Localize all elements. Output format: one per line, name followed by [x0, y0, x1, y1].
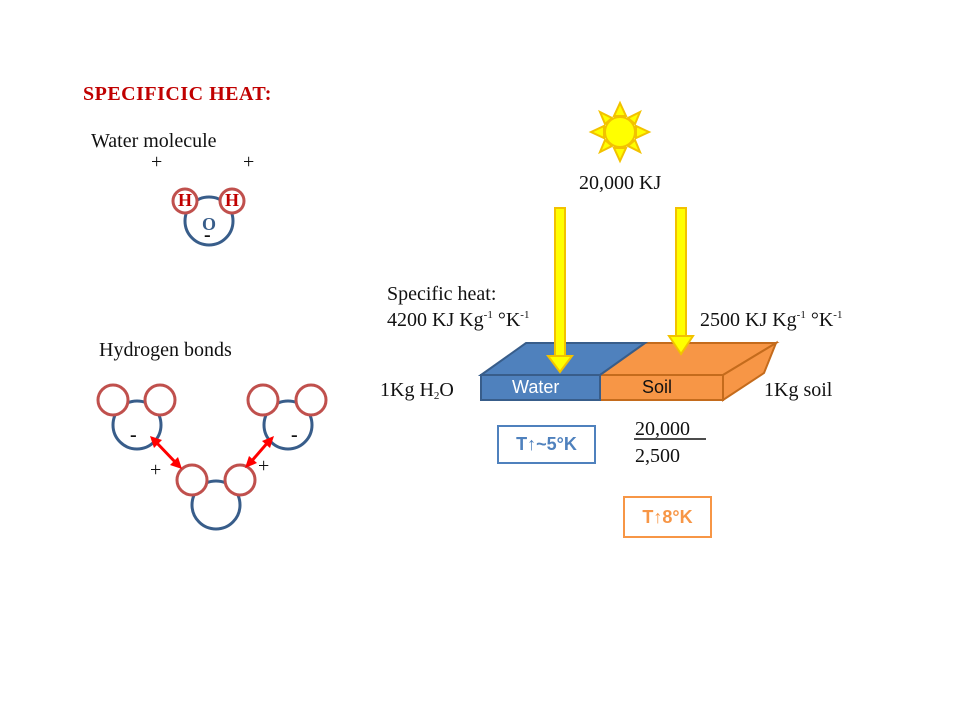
plus-sign-right: +: [243, 151, 255, 173]
fraction-numerator: 20,000: [635, 418, 690, 440]
fraction-denominator: 2,500: [635, 445, 680, 467]
hydrogen-bond-arrow-left: [153, 439, 179, 466]
bond-hydrogen-right-a: [246, 383, 280, 417]
bond-minus-left: -: [130, 424, 137, 446]
energy-label: 20,000 KJ: [579, 172, 662, 194]
bond-oxygen-center: [190, 479, 242, 531]
beam-water-shaft: [554, 207, 566, 359]
soil-temp-rise-box: T↑8°K: [623, 496, 712, 538]
hydrogen-atom-left: [171, 187, 199, 215]
arrowhead-left-bottom: [170, 457, 182, 469]
soil-specific-heat: 2500 KJ Kg-1 °K-1: [700, 309, 843, 331]
beam-soil-head: [667, 335, 695, 356]
specific-heat-label: Specific heat:: [387, 283, 497, 305]
oxygen-atom: [183, 195, 235, 247]
bond-hydrogen-center-a: [175, 463, 209, 497]
bond-oxygen-left: [111, 399, 163, 451]
water-slab-front: [480, 374, 601, 401]
bond-plus-left: +: [150, 459, 162, 481]
oxygen-minus-sign: -: [204, 224, 211, 246]
hydrogen-label-right: H: [225, 190, 240, 210]
hydrogen-atom-right: [218, 187, 246, 215]
plus-sign-left: +: [151, 151, 163, 173]
water-molecule: [171, 187, 246, 247]
water-mass-label: 1Kg H2O: [380, 379, 454, 402]
water-specific-heat: 4200 KJ Kg-1 °K-1: [387, 309, 530, 331]
hydrogen-bond-arrow-right: [248, 440, 271, 464]
arrowhead-left-top: [150, 436, 162, 448]
arrowhead-right-top: [262, 436, 274, 448]
bond-hydrogen-left-a: [96, 383, 130, 417]
soil-slab-label: Soil: [642, 377, 673, 397]
sun-icon: [588, 100, 652, 164]
bond-hydrogen-right-b: [294, 383, 328, 417]
bond-hydrogen-left-b: [143, 383, 177, 417]
surface-slabs: [477, 340, 780, 402]
molecule-label: Water molecule: [91, 130, 217, 152]
beam-water-head: [546, 355, 574, 374]
energy-beams: [546, 207, 695, 374]
water-slab-label: Water: [512, 377, 560, 397]
bond-hydrogen-center-b: [223, 463, 257, 497]
soil-mass-label: 1Kg soil: [764, 379, 833, 401]
hydrogen-bond-network: [96, 383, 328, 531]
hydrogen-label-left: H: [178, 190, 193, 210]
beam-soil-shaft: [675, 207, 687, 339]
oxygen-label: O: [202, 214, 217, 234]
water-temp-rise-box: T↑~5°K: [497, 425, 596, 464]
page-title: SPECIFICIC HEAT:: [83, 83, 272, 105]
bonds-label: Hydrogen bonds: [99, 339, 232, 361]
arrowhead-right-bottom: [245, 456, 257, 468]
bond-oxygen-right: [262, 399, 314, 451]
bond-plus-right: +: [258, 455, 270, 477]
bond-minus-right: -: [291, 424, 298, 446]
